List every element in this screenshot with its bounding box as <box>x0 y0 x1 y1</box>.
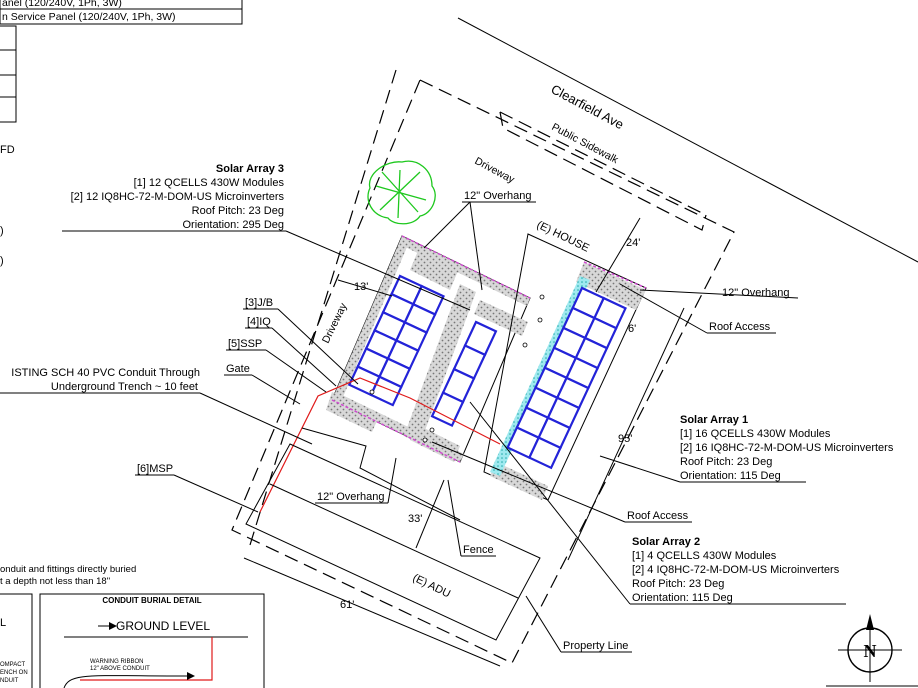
title-block: anel (120/240V, 1Ph, 3W) n Service Panel… <box>0 0 243 25</box>
equipment-callouts: [3]J/B [4]IQ [5]SSP Gate ISTING SCH 40 P… <box>0 297 359 513</box>
array-1-modules: [1] 16 QCELLS 430W Modules <box>680 428 831 440</box>
conduit-note-line-1: ISTING SCH 40 PVC Conduit Through <box>11 367 200 379</box>
overhang-callout-bottom: 12" Overhang <box>315 457 397 504</box>
msp-label: [6]MSP <box>137 463 173 475</box>
gate-label: Gate <box>226 363 250 375</box>
property-line-label: Property Line <box>563 640 628 652</box>
overhang-top-label: 12" Overhang <box>464 190 532 202</box>
dim-61: 61' <box>340 599 354 611</box>
street: Clearfield Ave Public Sidewalk <box>457 17 918 263</box>
left-table: FD ) ) <box>0 25 17 267</box>
solar-array-2-panels <box>430 320 498 428</box>
driveway-left-label: Driveway <box>320 301 350 346</box>
solar-array-1-callout: Solar Array 1 [1] 16 QCELLS 430W Modules… <box>599 414 894 483</box>
roof-access-callout-top: Roof Access <box>619 283 776 334</box>
detail-left-3: ENCH ON <box>0 670 28 676</box>
array-2-title: Solar Array 2 <box>632 536 700 548</box>
north-arrow-icon: N <box>838 614 902 682</box>
conduit-burial-detail: L OMPACT ENCH ON NDUIT CONDUIT BURIAL DE… <box>0 593 265 688</box>
conduit-run <box>259 377 501 513</box>
property-line <box>231 79 735 664</box>
solar-array-3-callout: Solar Array 3 [1] 12 QCELLS 430W Modules… <box>62 163 471 311</box>
array-3-modules: [1] 12 QCELLS 430W Modules <box>134 177 285 189</box>
array-3-title: Solar Array 3 <box>216 163 284 175</box>
tree-icon <box>367 160 436 225</box>
roof-access-bottom-label: Roof Access <box>627 510 689 522</box>
array-2-modules: [1] 4 QCELLS 430W Modules <box>632 550 777 562</box>
left-fragment-1: ) <box>0 225 4 237</box>
array-1-title: Solar Array 1 <box>680 414 748 426</box>
detail-left-4: NDUIT <box>0 678 19 684</box>
array-3-inverters: [2] 12 IQ8HC-72-M-DOM-US Microinverters <box>71 191 285 203</box>
dim-13: 13' <box>354 281 368 293</box>
sidewalk-outline <box>499 111 707 231</box>
detail-left-1: L <box>0 617 6 629</box>
solar-array-1-panels <box>506 286 627 470</box>
left-fragment-fd: FD <box>0 144 15 156</box>
array-1-orientation: Orientation: 115 Deg <box>680 470 781 482</box>
north-label: N <box>864 641 877 661</box>
dim-24: 24' <box>626 237 640 249</box>
roof-access-callout-bottom: Roof Access <box>431 441 692 523</box>
house-roof-left <box>326 235 531 463</box>
roof-access-markers <box>369 294 545 443</box>
jb-label: [3]J/B <box>245 297 273 309</box>
ssp-label: [5]SSP <box>228 338 262 350</box>
ribbon-label-1: WARNING RIBBON <box>90 659 143 665</box>
iq-label: [4]IQ <box>247 316 271 328</box>
array-2-orientation: Orientation: 115 Deg <box>632 592 733 604</box>
fence-label: Fence <box>463 544 494 556</box>
fence-line <box>301 427 461 521</box>
array-2-pitch: Roof Pitch: 23 Deg <box>632 578 724 590</box>
adu-label: (E) ADU <box>411 572 453 600</box>
sidewalk-label: Public Sidewalk <box>550 121 621 166</box>
driveway-top-label: Driveway <box>473 155 517 186</box>
array-3-pitch: Roof Pitch: 23 Deg <box>192 205 284 217</box>
title-line-2: n Service Panel (120/240V, 1Ph, 3W) <box>2 11 176 23</box>
overhang-callout-right: 12" Overhang <box>639 287 799 299</box>
house-label: (E) HOUSE <box>535 219 591 255</box>
burial-note-line-2: t a depth not less than 18" <box>0 576 110 587</box>
property-line-callout: Property Line <box>525 595 632 653</box>
array-3-orientation: Orientation: 295 Deg <box>182 219 284 231</box>
ground-level-label: GROUND LEVEL <box>116 619 210 633</box>
overhang-right-label: 12" Overhang <box>722 287 790 299</box>
array-2-inverters: [2] 4 IQ8HC-72-M-DOM-US Microinverters <box>632 564 840 576</box>
title-line-1: anel (120/240V, 1Ph, 3W) <box>2 0 122 9</box>
overhang-callout-top: 12" Overhang <box>423 190 536 291</box>
dim-6: 6' <box>628 323 636 335</box>
dim-33: 33' <box>408 513 422 525</box>
left-fragment-2: ) <box>0 255 4 267</box>
roof-access-top-label: Roof Access <box>709 321 771 333</box>
conduit-note-line-2: Underground Trench ~ 10 feet <box>51 381 198 393</box>
solar-array-3-panels <box>347 274 445 407</box>
dim-95: 95' <box>618 433 632 445</box>
overhang-bottom-label: 12" Overhang <box>317 491 385 503</box>
solar-array-2-callout: Solar Array 2 [1] 4 QCELLS 430W Modules … <box>469 401 846 605</box>
dimensions: 13' 24' 6' 95' 33' 61' <box>243 217 685 667</box>
array-1-pitch: Roof Pitch: 23 Deg <box>680 456 772 468</box>
detail-left-2: OMPACT <box>0 662 26 668</box>
burial-note-line-1: onduit and fittings directly buried <box>0 564 136 575</box>
detail-title: CONDUIT BURIAL DETAIL <box>102 596 201 605</box>
array-1-inverters: [2] 16 IQ8HC-72-M-DOM-US Microinverters <box>680 442 894 454</box>
fence-callout: Fence <box>447 479 496 557</box>
ribbon-label-2: 12" ABOVE CONDUIT <box>90 666 150 672</box>
